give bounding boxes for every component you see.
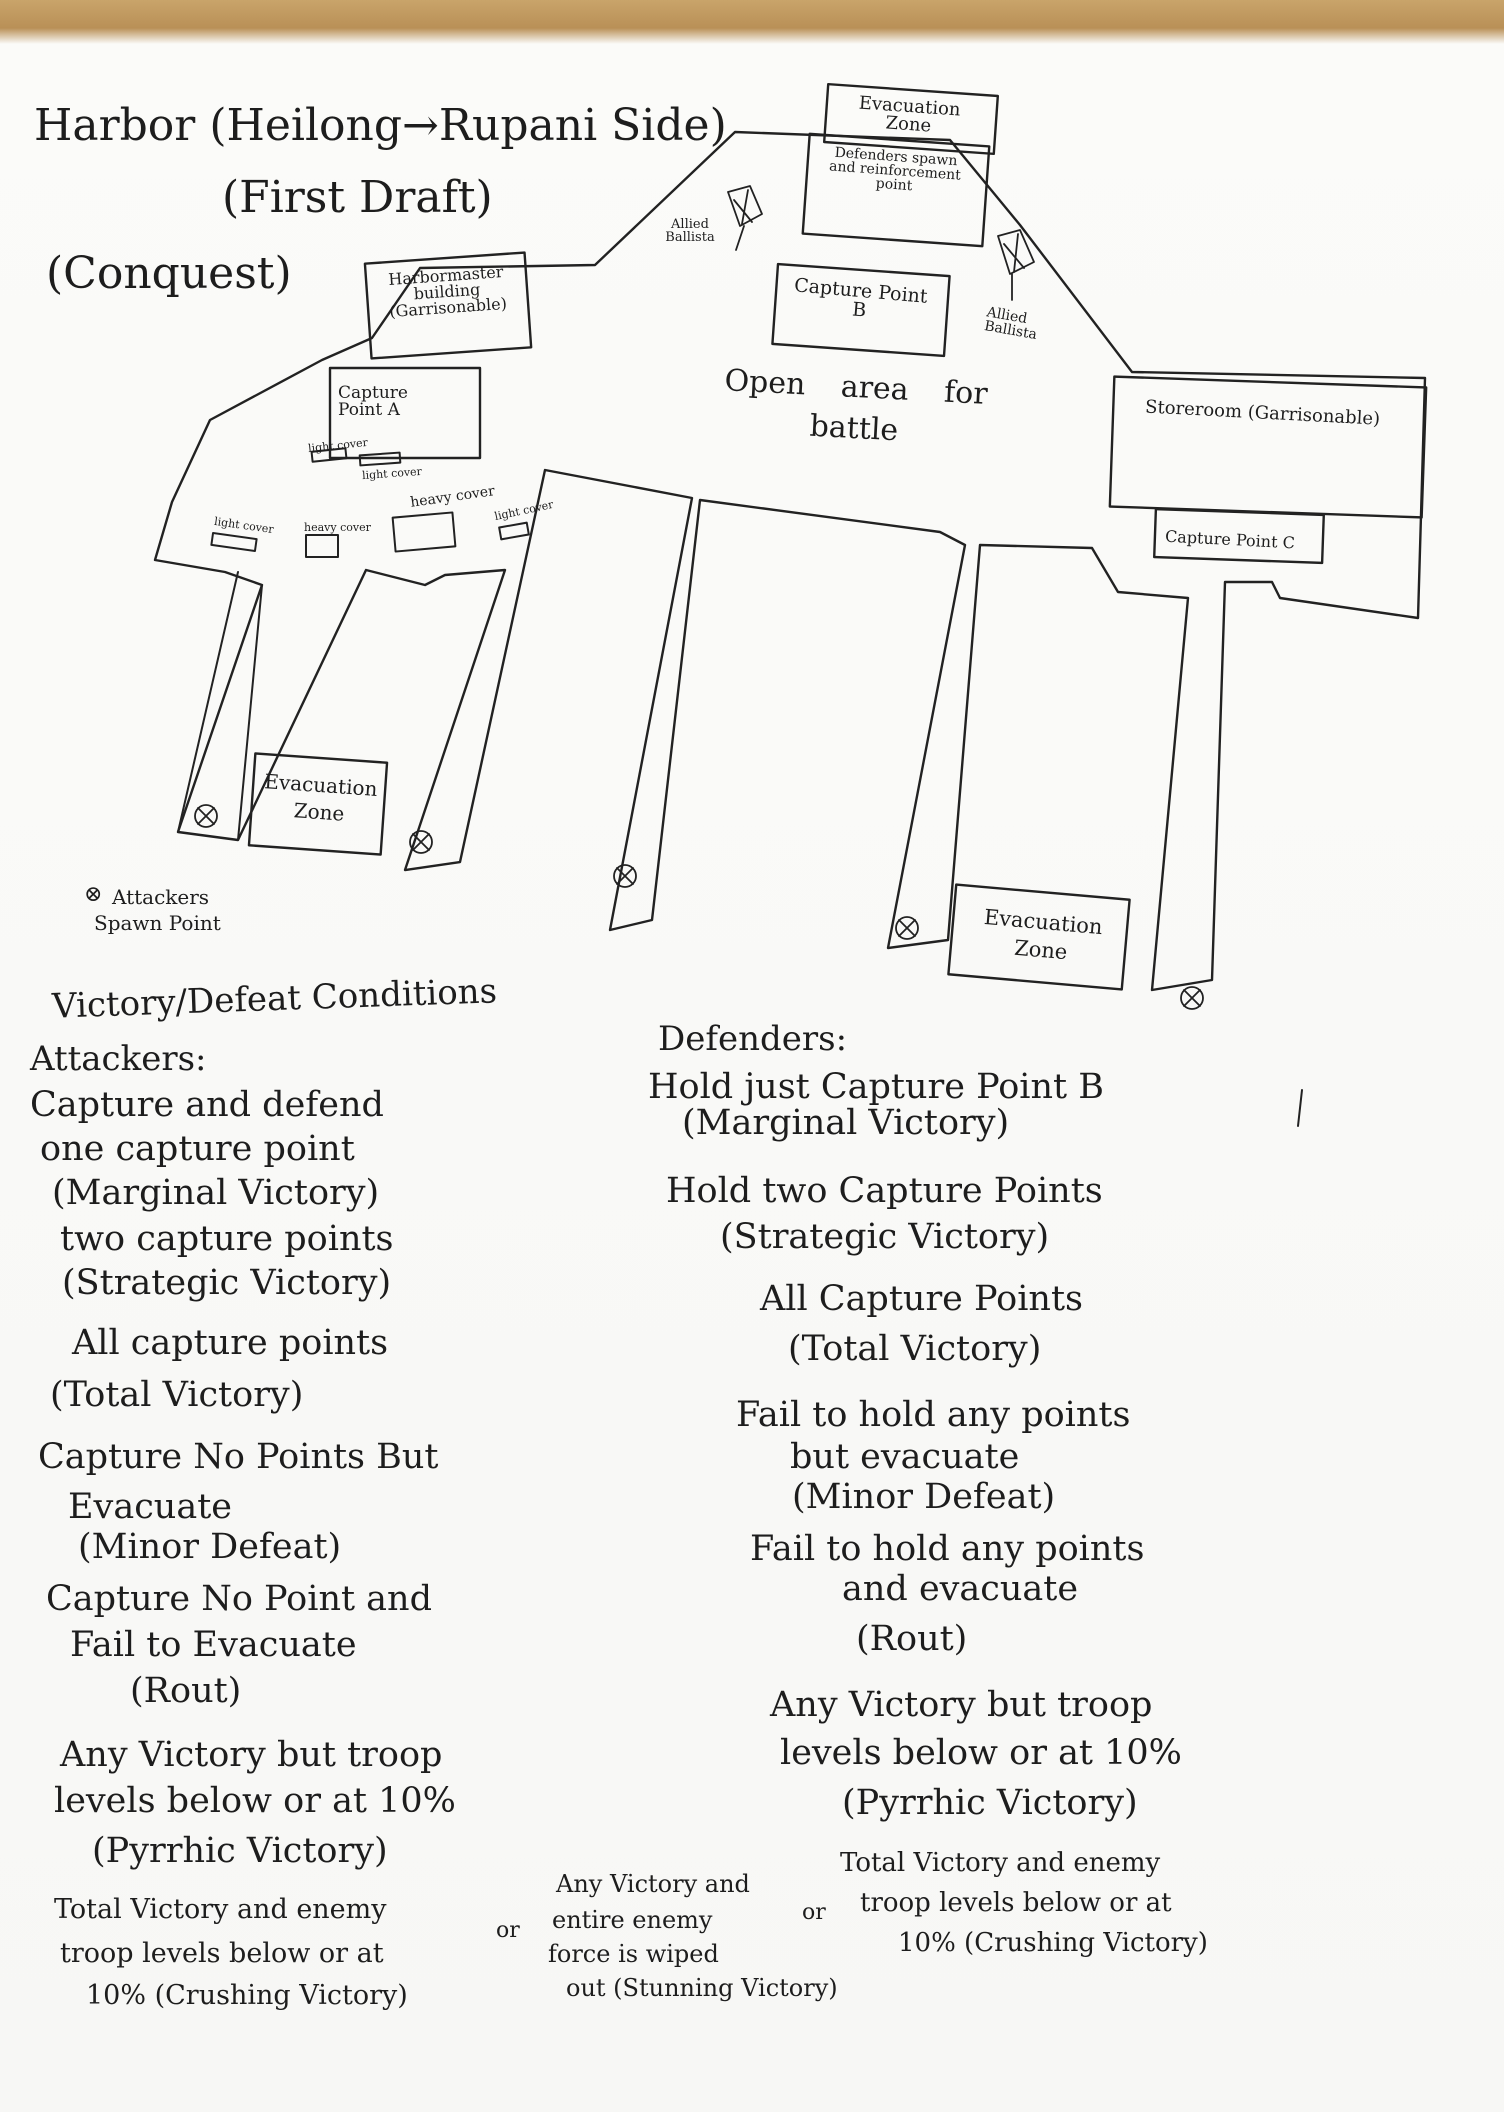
attackers-spawn-icon <box>1180 986 1204 1010</box>
heavy-cover-1 <box>305 534 339 558</box>
attackers-line: one capture point <box>40 1129 355 1169</box>
attackers-spawn-icon <box>409 830 433 854</box>
defenders-line: (Total Victory) <box>788 1329 1042 1369</box>
stunning-line: force is wiped <box>548 1940 719 1968</box>
defenders-line: (Marginal Victory) <box>682 1103 1010 1143</box>
defenders-line: Fail to hold any points <box>736 1395 1131 1435</box>
title-line-3: (Conquest) <box>46 248 292 299</box>
defenders-line: Fail to hold any points <box>750 1529 1145 1569</box>
stunning-line: out (Stunning Victory) <box>566 1974 838 2002</box>
defenders-crushing-line: Total Victory and enemy <box>840 1848 1161 1878</box>
stray-mark <box>1297 1089 1303 1127</box>
stunning-line: Any Victory and <box>556 1870 750 1898</box>
attackers-line: two capture points <box>60 1219 394 1259</box>
defenders-line: (Minor Defeat) <box>792 1477 1056 1517</box>
attackers-line: (Rout) <box>130 1671 242 1711</box>
attackers-spawn-icon <box>895 916 919 940</box>
defenders-line: levels below or at 10% <box>780 1733 1182 1773</box>
attackers-spawn-legend-label: Attackers Spawn Point <box>94 885 221 935</box>
defenders-or: or <box>802 1900 826 1925</box>
defenders-line: and evacuate <box>842 1569 1079 1609</box>
defenders-line: All Capture Points <box>760 1279 1083 1319</box>
light-cover-2 <box>358 451 402 467</box>
title-line-1: Harbor (Heilong→Rupani Side) <box>34 100 727 151</box>
heavy-cover-label: heavy cover <box>304 521 371 534</box>
defenders-line: Any Victory but troop <box>770 1685 1153 1725</box>
harbormaster-label: Harbormaster building (Garrisonable) <box>387 262 508 322</box>
ballista-icon <box>997 229 1035 301</box>
attackers-line: (Pyrrhic Victory) <box>92 1831 388 1871</box>
attackers-spawn-icon <box>613 864 637 888</box>
attackers-line: (Minor Defeat) <box>78 1527 342 1567</box>
capture-point-b-box <box>771 262 951 358</box>
defenders-line: (Pyrrhic Victory) <box>842 1783 1138 1823</box>
pier-lines <box>177 571 263 841</box>
defenders-crushing-line: troop levels below or at <box>860 1888 1172 1918</box>
capture-point-c-box <box>1153 507 1325 565</box>
attackers-line: Fail to Evacuate <box>70 1625 357 1665</box>
attackers-crushing-line: troop levels below or at <box>60 1938 384 1969</box>
map-outline <box>153 130 1427 992</box>
attackers-line: All capture points <box>72 1323 389 1363</box>
light-cover-4 <box>498 521 530 541</box>
defenders-line: (Rout) <box>856 1619 968 1659</box>
attackers-line: Any Victory but troop <box>60 1735 443 1775</box>
defenders-crushing-line: 10% (Crushing Victory) <box>898 1928 1208 1958</box>
defenders-heading: Defenders: <box>658 1019 848 1059</box>
evacuation-zone-top-box <box>822 82 1000 156</box>
evacuation-zone-right-box <box>947 883 1131 991</box>
capture-point-a-label: Capture Point A <box>338 383 408 420</box>
allied-ballista-left-label: Allied Ballista <box>665 217 715 245</box>
stunning-line: entire enemy <box>552 1906 713 1934</box>
defenders-line: Hold two Capture Points <box>666 1171 1103 1211</box>
capture-point-a-box <box>328 366 482 460</box>
defenders-line: (Strategic Victory) <box>720 1217 1050 1257</box>
attackers-line: levels below or at 10% <box>54 1781 456 1821</box>
defenders-spawn-box <box>801 132 991 248</box>
attackers-line: Capture No Point and <box>46 1579 432 1619</box>
title-line-2: (First Draft) <box>222 172 493 223</box>
defenders-line: but evacuate <box>790 1437 1020 1477</box>
attackers-line: Capture and defend <box>30 1085 384 1125</box>
attackers-line: Evacuate <box>68 1487 232 1527</box>
light-cover-1 <box>310 447 348 463</box>
light-cover-3 <box>210 531 258 553</box>
attackers-line: (Strategic Victory) <box>62 1263 392 1303</box>
attackers-line: Capture No Points But <box>38 1437 439 1477</box>
ballista-icon <box>727 185 763 251</box>
attackers-crushing-line: 10% (Crushing Victory) <box>86 1980 408 2011</box>
attackers-or: or <box>496 1918 520 1943</box>
defenders-line: Hold just Capture Point B <box>648 1067 1104 1107</box>
attackers-line: (Total Victory) <box>50 1375 304 1415</box>
evacuation-zone-left-box <box>247 752 389 856</box>
attackers-line: (Marginal Victory) <box>52 1173 380 1213</box>
attackers-spawn-legend-icon: ⊗ <box>84 882 103 907</box>
evacuation-zone-left-label: Evacuation Zone <box>263 769 379 826</box>
harbormaster-box <box>363 251 533 360</box>
cover-pieces <box>210 447 530 558</box>
attackers-spawn-icon <box>194 804 218 828</box>
open-area-label: Open area for battle <box>723 363 989 448</box>
heavy-cover-2 <box>391 511 457 553</box>
attackers-heading: Attackers: <box>30 1039 207 1079</box>
attackers-crushing-line: Total Victory and enemy <box>54 1894 387 1925</box>
